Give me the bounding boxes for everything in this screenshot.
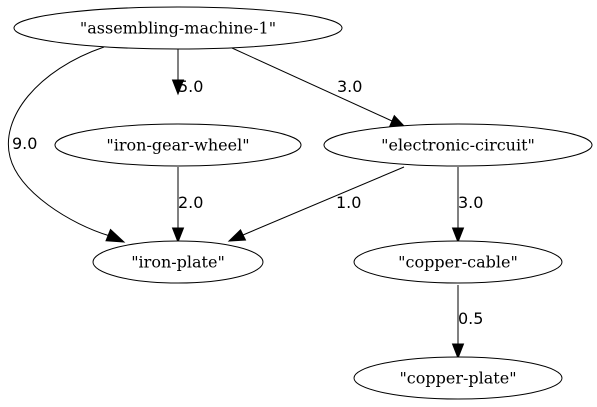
node-iron-gear-wheel: "iron-gear-wheel" — [54, 123, 302, 167]
node-electronic-circuit: "electronic-circuit" — [323, 123, 593, 167]
edge-electronic-circuit-to-copper-cable: 3.0 — [451, 167, 483, 244]
node-label-iron-gear-wheel: "iron-gear-wheel" — [106, 136, 249, 155]
node-label-electronic-circuit: "electronic-circuit" — [381, 136, 535, 155]
node-iron-plate: "iron-plate" — [92, 240, 264, 284]
node-copper-cable: "copper-cable" — [353, 240, 563, 284]
edge-label-electronic-circuit-to-iron-plate: 1.0 — [336, 193, 361, 212]
edge-label-assembling-to-electronic-circuit: 3.0 — [337, 77, 362, 96]
node-assembling-machine-1: "assembling-machine-1" — [13, 6, 343, 50]
edge-label-iron-gear-wheel-to-iron-plate: 2.0 — [178, 193, 203, 212]
node-label-iron-plate: "iron-plate" — [131, 253, 225, 272]
node-copper-plate: "copper-plate" — [353, 356, 563, 400]
node-label-copper-cable: "copper-cable" — [398, 253, 518, 272]
edge-assembling-to-electronic-circuit: 3.0 — [231, 47, 406, 128]
node-label-assembling-machine-1: "assembling-machine-1" — [80, 19, 276, 38]
edge-copper-cable-to-copper-plate: 0.5 — [451, 285, 483, 360]
edge-label-assembling-to-iron-gear-wheel: 5.0 — [178, 77, 203, 96]
edge-assembling-to-iron-plate: 9.0 — [8, 46, 126, 243]
edge-assembling-to-iron-gear-wheel: 5.0 — [171, 48, 203, 96]
edge-label-copper-cable-to-copper-plate: 0.5 — [458, 309, 483, 328]
node-label-copper-plate: "copper-plate" — [399, 369, 516, 388]
edge-electronic-circuit-to-iron-plate: 1.0 — [227, 166, 405, 242]
edge-label-electronic-circuit-to-copper-cable: 3.0 — [458, 193, 483, 212]
edge-label-assembling-to-iron-plate: 9.0 — [12, 134, 37, 153]
edge-iron-gear-wheel-to-iron-plate: 2.0 — [171, 167, 203, 244]
